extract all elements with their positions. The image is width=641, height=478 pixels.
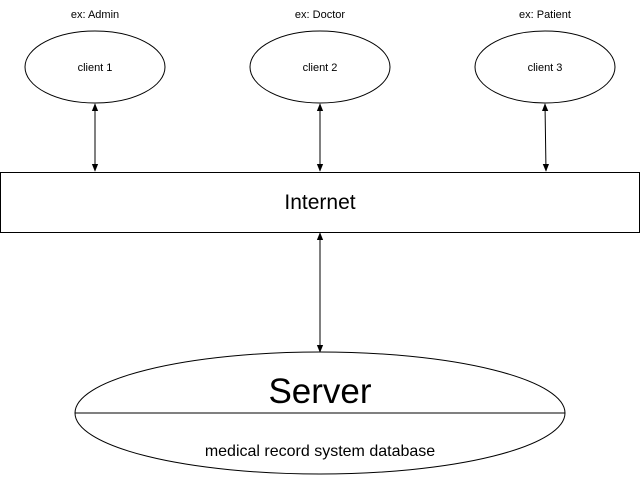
internet-node <box>0 172 640 233</box>
client-3-label: client 3 <box>528 62 563 74</box>
server-subtitle: medical record system database <box>205 443 435 460</box>
client-3-node <box>474 30 616 104</box>
client-3-internet-connector <box>541 103 550 172</box>
server-title: Server <box>268 372 371 411</box>
client-2-node <box>249 30 391 104</box>
client-1-label: client 1 <box>78 62 113 74</box>
client-2-role-label: ex: Doctor <box>295 9 345 21</box>
client-2-label: client 2 <box>303 62 338 74</box>
internet-label: Internet <box>284 191 355 214</box>
client-3-role-label: ex: Patient <box>519 9 571 21</box>
client-1-role-label: ex: Admin <box>71 9 119 21</box>
client-1-node <box>24 30 166 104</box>
